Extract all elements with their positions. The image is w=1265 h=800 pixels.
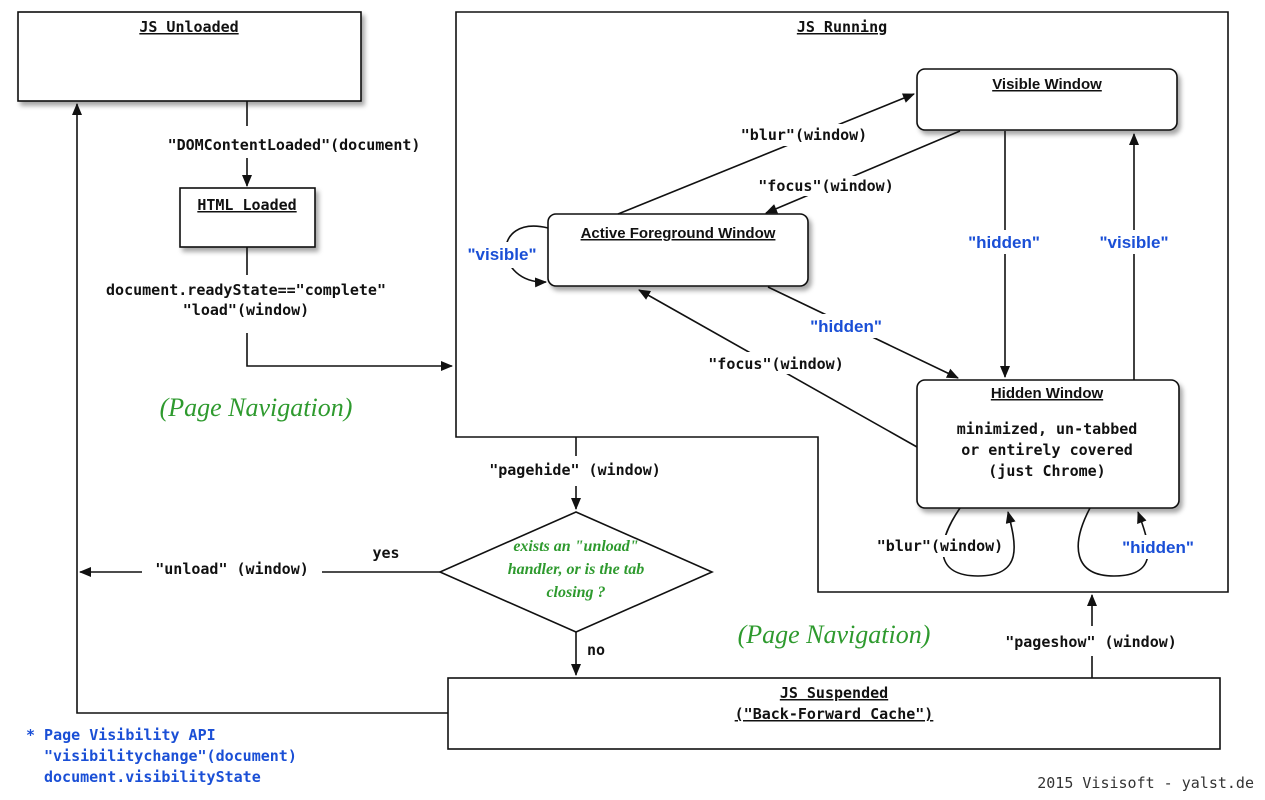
visible-window-state: Visible Window (916, 68, 1178, 131)
hidden-mid-label: "hidden" (810, 317, 882, 336)
hidden-bottom-label: "hidden" (1122, 538, 1194, 557)
svg-text:exists an "unload": exists an "unload" (513, 538, 638, 555)
arrow-suspended-to-unloaded (72, 103, 448, 714)
yes-label: yes (372, 544, 399, 562)
svg-text:"visibilitychange"(document): "visibilitychange"(document) (44, 747, 297, 765)
svg-text:(just Chrome): (just Chrome) (988, 462, 1105, 480)
svg-text:Active Foreground Window: Active Foreground Window (581, 225, 776, 242)
dom-content-loaded-label: "DOMContentLoaded"(document) (168, 136, 421, 154)
unload-label: "unload" (window) (155, 560, 309, 578)
load-label: "load"(window) (183, 301, 309, 319)
arrow-visible-to-active (765, 130, 961, 214)
focus-mid-label: "focus"(window) (708, 355, 843, 373)
arrow-html-loaded-to-running (246, 333, 453, 371)
js-unloaded-state: JS Unloaded (17, 11, 362, 102)
hidden-window-state: Hidden Window minimized, un-tabbed or en… (916, 379, 1180, 509)
focus-top-label: "focus"(window) (758, 177, 893, 195)
svg-text:or entirely covered: or entirely covered (961, 441, 1133, 459)
svg-text:JS Unloaded: JS Unloaded (139, 18, 238, 36)
html-loaded-state: HTML Loaded (179, 187, 316, 248)
svg-text:HTML Loaded: HTML Loaded (197, 196, 296, 214)
visible-right-label: "visible" (1099, 233, 1168, 252)
svg-text:document.visibilityState: document.visibilityState (44, 768, 261, 786)
svg-text:("Back-Forward Cache"): ("Back-Forward Cache") (735, 705, 934, 723)
svg-text:handler, or is the tab: handler, or is the tab (508, 561, 644, 578)
svg-text:JS Suspended: JS Suspended (780, 684, 888, 702)
visible-self-label: "visible" (467, 245, 536, 264)
ready-state-label: document.readyState=="complete" (106, 281, 386, 299)
blur-top-label: "blur"(window) (741, 126, 867, 144)
js-suspended-state: JS Suspended ("Back-Forward Cache") (447, 677, 1221, 750)
svg-text:closing ?: closing ? (546, 584, 605, 601)
svg-text:Visible Window: Visible Window (992, 76, 1102, 93)
unload-decision: exists an "unload" handler, or is the ta… (438, 511, 714, 633)
svg-text:minimized, un-tabbed: minimized, un-tabbed (957, 420, 1138, 438)
no-label: no (587, 641, 605, 659)
arrow-active-to-visible (617, 93, 915, 215)
svg-text:* Page Visibility API: * Page Visibility API (26, 726, 216, 744)
hidden-right-label: "hidden" (968, 233, 1040, 252)
pagehide-label: "pagehide" (window) (489, 461, 661, 479)
footer-credit: 2015 Visisoft - yalst.de (1037, 774, 1254, 792)
svg-text:Hidden Window: Hidden Window (991, 385, 1104, 402)
page-navigation-right: (Page Navigation) (738, 620, 931, 649)
blur-bottom-label: "blur"(window) (877, 537, 1003, 555)
active-foreground-window-state: Active Foreground Window (547, 213, 809, 287)
page-navigation-left: (Page Navigation) (160, 393, 353, 422)
js-running-title: JS Running (797, 18, 887, 36)
visibility-api-legend: * Page Visibility API "visibilitychange"… (26, 726, 297, 786)
pageshow-label: "pageshow" (window) (1005, 633, 1177, 651)
